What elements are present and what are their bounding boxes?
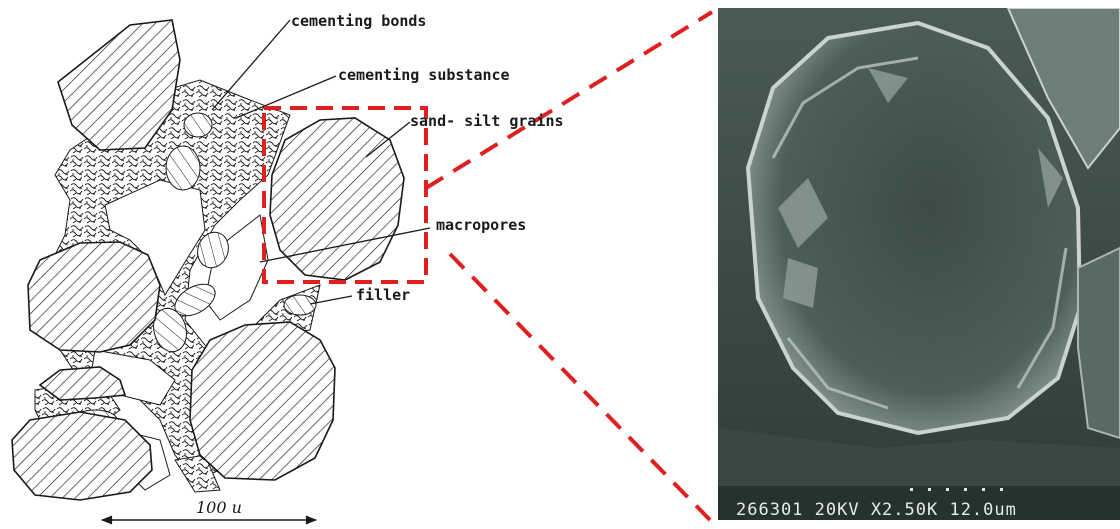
zoom-connector-bottom [450,254,714,524]
label-sand-silt-grains: sand- silt grains [410,114,564,129]
label-cementing-bonds: cementing bonds [291,14,426,29]
sem-caption: 266301 20KV X2.50K 12.0um [736,500,1017,520]
grain [28,242,160,352]
grain [190,322,335,480]
label-filler: filler [356,288,410,303]
sem-micrograph [718,8,1120,520]
leader-cementing-bonds [212,20,290,110]
label-macropores: macropores [436,218,526,233]
leader-cementing-substance [236,76,336,118]
scale-bar-label: 100 u [196,500,242,516]
zoom-connector-top [426,12,712,188]
label-cementing-substance: cementing substance [338,68,510,83]
grain [12,412,152,500]
